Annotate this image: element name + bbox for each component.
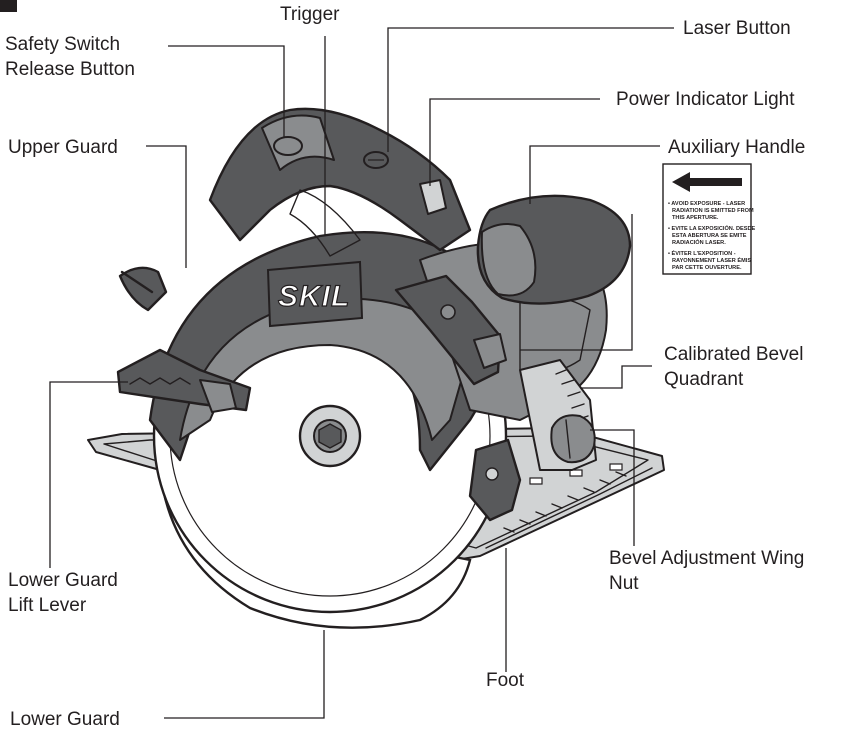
leader-bevel-wing-nut — [590, 429, 635, 546]
label-lower-guard-lift-line2: Lift Lever — [8, 595, 87, 616]
brand-text: SKIL — [278, 280, 350, 313]
warning-line-8: RAYONNEMENT LASER ÉMIS — [672, 256, 751, 264]
safety-switch — [273, 136, 303, 156]
laser-button — [363, 151, 389, 169]
label-calibrated-line1: Calibrated Bevel — [664, 344, 803, 365]
warning-line-2: RADIATION IS EMITTED FROM — [672, 208, 754, 214]
label-auxiliary-handle: Auxiliary Handle — [668, 137, 805, 158]
leader-lines — [49, 27, 674, 719]
label-lower-guard-lift-line1: Lower Guard — [8, 570, 118, 591]
warning-line-4: • EVITE LA EXPOSICIÓN. DESDE — [668, 224, 755, 232]
blade-arbor — [298, 404, 362, 468]
label-bevel-wing-line1: Bevel Adjustment Wing — [609, 548, 804, 569]
lower-guard-lift-lever — [116, 348, 252, 413]
leader-laser-button — [387, 27, 674, 152]
corner-tab — [0, 0, 17, 12]
label-power-indicator: Power Indicator Light — [616, 89, 795, 110]
main-handle — [208, 107, 472, 257]
leader-lower-guard-lift — [49, 381, 128, 568]
bevel-wing-nut — [550, 414, 596, 464]
label-foot: Foot — [486, 670, 525, 691]
label-lower-guard: Lower Guard — [10, 709, 120, 730]
leader-laser-label — [520, 214, 633, 351]
warning-line-5: ESTA ABERTURA SE EMITE — [672, 233, 747, 239]
warning-line-3: THIS APERTURE. — [672, 215, 719, 221]
auxiliary-handle-knob — [476, 194, 632, 305]
warning-line-1: • AVOID EXPOSURE - LASER — [668, 201, 745, 207]
warning-line-7: • ÉVITER L'EXPOSITION - — [668, 249, 736, 257]
leader-power-indicator — [429, 98, 600, 186]
label-trigger: Trigger — [280, 4, 340, 25]
label-laser-button: Laser Button — [683, 18, 791, 39]
leader-lower-guard — [164, 630, 325, 719]
brand-badge: SKIL — [266, 260, 364, 328]
leader-calibrated-quadrant — [580, 365, 652, 389]
saw-illustration: SKIL — [87, 107, 665, 629]
front-bracket — [468, 438, 522, 522]
label-calibrated-line2: Quadrant — [664, 369, 744, 390]
label-bevel-wing-line2: Nut — [609, 573, 639, 594]
laser-housing — [394, 274, 507, 386]
power-indicator — [419, 179, 447, 215]
warning-line-6: RADIACIÓN LASER. — [672, 238, 726, 246]
laser-warning-label: • AVOID EXPOSURE - LASER RADIATION IS EM… — [662, 163, 755, 275]
arrow-left-icon — [672, 172, 742, 192]
callout-labels: Trigger Laser Button Safety Switch Relea… — [5, 4, 805, 730]
leader-safety-switch — [168, 45, 285, 138]
label-upper-guard: Upper Guard — [8, 137, 118, 158]
leader-upper-guard — [146, 145, 187, 268]
label-safety-switch-line1: Safety Switch — [5, 34, 120, 55]
label-safety-switch-line2: Release Button — [5, 59, 135, 80]
leader-auxiliary-handle — [529, 145, 660, 204]
warning-line-9: PAR CETTE OUVERTURE. — [672, 265, 742, 271]
